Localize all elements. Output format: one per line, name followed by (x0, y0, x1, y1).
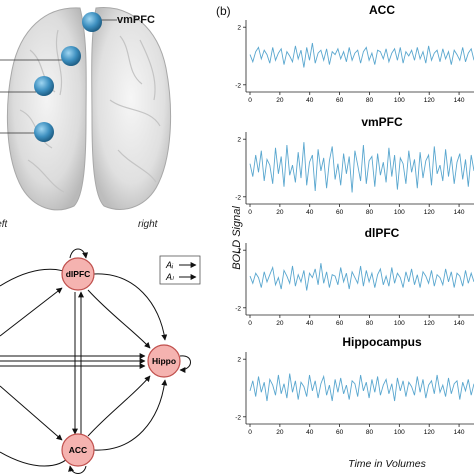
x-tick-label-hippocampus: 20 (276, 429, 284, 436)
y-tick-label-acc: 2 (237, 25, 241, 32)
network-node-hippo: Hippo (147, 344, 181, 378)
x-tick-label-acc: 60 (336, 97, 344, 104)
legend-label-ai: Aᵢ (165, 260, 174, 270)
x-tick-label-vmpfc: 40 (306, 209, 314, 216)
x-tick-label-dlpfc: 80 (366, 320, 374, 327)
node-label-hippo: Hippo (152, 356, 176, 366)
series-line-hippocampus (249, 373, 474, 402)
panel-title-acc: ACC (369, 3, 395, 17)
x-tick-label-vmpfc: 140 (454, 209, 465, 216)
network-diagram: Aᵢ Aₗ dlPFC Hippo (0, 248, 201, 474)
y-tick-label-hippocampus: -2 (235, 414, 241, 421)
x-tick-label-vmpfc: 100 (394, 209, 405, 216)
panel-title-hippocampus: Hippocampus (342, 335, 422, 349)
x-axis-label: Time in Volumes (348, 458, 426, 470)
node-label-dlpfc: dlPFC (66, 269, 91, 279)
x-tick-label-acc: 120 (424, 97, 435, 104)
vmpfc-node (82, 12, 102, 32)
x-tick-label-acc: 20 (276, 97, 284, 104)
x-tick-label-acc: 0 (248, 97, 252, 104)
x-tick-label-vmpfc: 80 (366, 209, 374, 216)
x-tick-label-hippocampus: 60 (336, 429, 344, 436)
x-tick-label-vmpfc: 0 (248, 209, 252, 216)
panel-title-vmpfc: vmPFC (361, 115, 403, 129)
network-legend: Aᵢ Aₗ (159, 255, 201, 285)
network-node-acc: ACC (61, 433, 95, 467)
x-tick-label-dlpfc: 140 (454, 320, 465, 327)
x-tick-label-acc: 100 (394, 97, 405, 104)
series-line-dlpfc (249, 263, 474, 291)
right-hemisphere-label: right (138, 219, 158, 230)
x-tick-label-dlpfc: 100 (394, 320, 405, 327)
dlpfc-node (61, 46, 81, 66)
x-tick-label-dlpfc: 60 (336, 320, 344, 327)
hippocampus-node (34, 122, 54, 142)
x-tick-label-dlpfc: 40 (306, 320, 314, 327)
x-tick-label-acc: 40 (306, 97, 314, 104)
x-tick-label-hippocampus: 80 (366, 429, 374, 436)
x-tick-label-acc: 140 (454, 97, 465, 104)
x-tick-label-hippocampus: 40 (306, 429, 314, 436)
x-tick-label-vmpfc: 20 (276, 209, 284, 216)
x-tick-label-hippocampus: 140 (454, 429, 465, 436)
y-tick-label-acc: -2 (235, 82, 241, 89)
x-tick-label-dlpfc: 20 (276, 320, 284, 327)
x-tick-label-hippocampus: 0 (248, 429, 252, 436)
left-hemisphere (6, 7, 87, 211)
y-tick-label-vmpfc: 2 (237, 137, 241, 144)
x-tick-label-vmpfc: 120 (424, 209, 435, 216)
network-node-dlpfc: dlPFC (61, 257, 95, 291)
series-line-vmpfc (249, 142, 474, 193)
node-label-acc: ACC (69, 445, 87, 455)
panel-title-dlpfc: dlPFC (365, 226, 400, 240)
x-tick-label-hippocampus: 100 (394, 429, 405, 436)
brain-figure (0, 7, 172, 211)
x-tick-label-acc: 80 (366, 97, 374, 104)
x-tick-label-dlpfc: 0 (248, 320, 252, 327)
x-tick-label-dlpfc: 120 (424, 320, 435, 327)
y-tick-label-hippocampus: 2 (237, 357, 241, 364)
acc-node (34, 76, 54, 96)
legend-label-al: Aₗ (165, 272, 175, 282)
series-line-acc (249, 42, 474, 68)
left-hemisphere-label: left (0, 219, 8, 230)
x-tick-label-vmpfc: 60 (336, 209, 344, 216)
panel-b-label: (b) (216, 4, 231, 18)
x-tick-label-hippocampus: 120 (424, 429, 435, 436)
vmpfc-region-label: vmPFC (117, 14, 155, 26)
network-edges (0, 248, 191, 474)
y-axis-label: BOLD Signal (231, 206, 243, 270)
